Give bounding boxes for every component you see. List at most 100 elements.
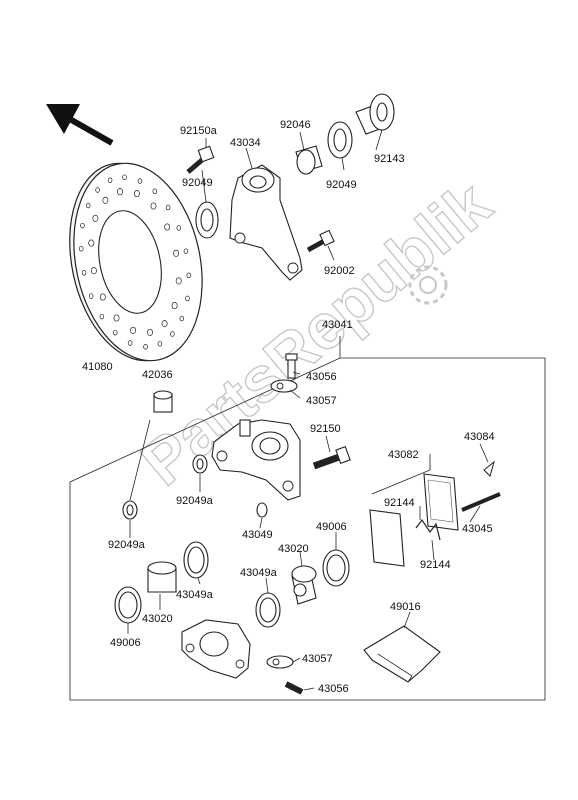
label-43056-top: 43056 [306,371,337,383]
disc-hole [90,267,97,275]
caliper-assembly-frame [69,336,546,701]
label-92049-right: 92049 [326,179,357,191]
label-43020-left: 43020 [142,613,173,625]
disc-hole [88,239,95,247]
label-92049a-left: 92049a [108,539,146,551]
bolt-92150a [186,145,215,174]
bleed-valve-43056-top [285,353,298,379]
label-43041: 43041 [322,319,353,331]
front-direction-arrow-icon [46,104,114,146]
torque-link-43034 [229,164,303,281]
brake-disc [69,162,203,362]
disc-hole [165,204,171,211]
piston-43020-left [147,561,177,593]
disc-hole [161,320,168,328]
disc-hole [127,340,133,346]
disc-hole [81,270,87,276]
seal-49006-left [114,586,142,624]
label-92046: 92046 [280,119,311,131]
label-43057-low: 43057 [302,653,333,665]
label-49006-right: 49006 [316,521,347,533]
disc-hole [99,293,106,301]
bolt-92150 [312,446,351,470]
clip-43084 [483,460,495,477]
disc-hole [176,225,182,231]
disc-hole [130,326,137,334]
bolt-92002 [306,229,335,253]
disc-hole [80,222,85,229]
disc-hole [171,302,178,310]
label-43082: 43082 [388,449,419,461]
seal-49006-right [322,549,350,587]
label-43045: 43045 [462,523,493,535]
seal-43049a-mid [183,541,209,579]
disc-hole [133,190,140,198]
spring-92144 [415,518,441,541]
label-92144-b: 92144 [420,559,451,571]
label-43084: 43084 [464,431,495,443]
disc-hole [88,293,94,299]
ring-43049 [256,502,268,518]
leader-lines [127,129,489,691]
seal-92049-left [195,201,219,239]
label-43057-top: 43057 [306,395,337,407]
label-92143: 92143 [374,153,405,165]
disc-hole [92,214,99,222]
label-49006-left: 49006 [110,637,141,649]
label-43034: 43034 [230,137,261,149]
label-92049a-mid: 92049a [176,495,214,507]
bleed-valve-43056-low [284,681,304,695]
caliper-body [211,419,301,501]
cap-43057-top [270,379,298,393]
piston-43020-right [291,565,317,605]
label-43049a-mid: 43049a [176,589,214,601]
label-43049: 43049 [242,529,273,541]
seal-92049-right [327,121,353,159]
disc-hole [122,174,127,180]
label-42036: 42036 [142,369,173,381]
label-41080: 41080 [82,361,113,373]
disc-hole [107,177,113,184]
disc-hole [117,188,123,196]
pin-43045 [461,492,501,512]
disc-hole [78,245,84,252]
part-labels: 92150a 43034 92046 92049 92049 92143 920… [82,119,495,695]
disc-hole [173,249,180,257]
disc-hole [157,340,163,347]
disc-hole [112,329,118,336]
disc-hole [164,223,171,231]
disc-hole [185,295,190,302]
disc-hole [85,202,91,209]
collar-92143 [355,93,395,135]
brake-pads-43082 [369,454,459,567]
label-43020-right: 43020 [278,543,309,555]
disc-hole [179,315,185,322]
gear-watermark-icon [408,265,448,305]
disc-hole [152,188,158,195]
disc-hole [95,187,100,193]
label-92144-a: 92144 [384,497,415,509]
disc-hole [113,314,120,322]
disc-hole [186,272,192,279]
caliper-lower-half [181,619,251,679]
label-43049a-low: 43049a [240,567,278,579]
disc-hole [143,344,148,350]
label-92049-top: 92049 [182,177,213,189]
cap-43057-low [266,655,294,669]
label-43056-low: 43056 [318,683,349,695]
label-92002: 92002 [324,265,355,277]
disc-hole [150,202,157,210]
pad-spring-49016 [363,625,441,683]
disc-hole [102,196,109,204]
disc-hole [147,328,153,336]
sleeve-42036 [153,390,173,413]
leader-42036 [129,419,151,501]
seal-43049a-low [255,592,281,628]
disc-hole [170,331,175,337]
seal-92049a-left [122,500,138,520]
disc-hole [99,313,105,320]
disc-hole [175,277,182,285]
disc-hole [137,178,143,184]
seal-92049a-mid [192,454,208,474]
